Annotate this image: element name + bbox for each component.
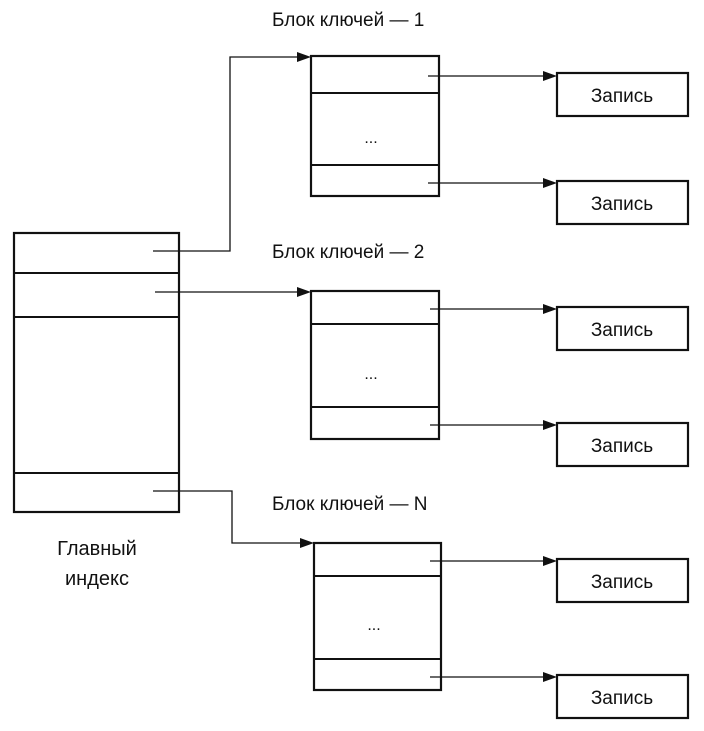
arrowhead <box>300 538 314 548</box>
arrowhead <box>297 287 311 297</box>
arrowhead <box>543 178 557 188</box>
main-index-box <box>12 231 181 514</box>
arrowhead <box>543 304 557 314</box>
record-box <box>555 421 690 468</box>
key-block-n: Блок ключей — N ... Запись Запись <box>272 494 690 720</box>
main-index-label-line2: индекс <box>65 568 129 590</box>
main-index-connectors <box>153 52 314 548</box>
arrowhead <box>543 420 557 430</box>
key-block-2: Блок ключей — 2 ... Запись Запись <box>272 242 690 468</box>
ellipsis: ... <box>364 366 377 383</box>
arrowhead <box>543 556 557 566</box>
record-label: Запись <box>591 86 653 107</box>
arrowhead <box>297 52 311 62</box>
ellipsis: ... <box>367 617 380 634</box>
record-label: Запись <box>591 572 653 593</box>
main-index: Главный индекс <box>12 231 181 590</box>
key-block-box <box>309 289 441 441</box>
connector-arrow <box>153 490 302 544</box>
main-index-label-line1: Главный <box>57 538 137 560</box>
key-block-box <box>312 541 443 692</box>
key-block-title: Блок ключей — N <box>272 494 428 515</box>
key-block-title: Блок ключей — 1 <box>272 10 424 31</box>
record-label: Запись <box>591 320 653 341</box>
key-block-box <box>309 54 441 198</box>
record-connectors <box>428 71 557 682</box>
record-box <box>555 557 690 604</box>
record-box <box>555 71 690 118</box>
record-label: Запись <box>591 194 653 215</box>
arrowhead <box>543 672 557 682</box>
record-label: Запись <box>591 688 653 709</box>
record-label: Запись <box>591 436 653 457</box>
ellipsis: ... <box>364 130 377 147</box>
key-block-1: Блок ключей — 1 ... Запись Запись <box>272 10 690 226</box>
record-box <box>555 673 690 720</box>
arrowhead <box>543 71 557 81</box>
record-box <box>555 179 690 226</box>
connector-arrow <box>153 56 299 252</box>
key-block-title: Блок ключей — 2 <box>272 242 424 263</box>
record-box <box>555 305 690 352</box>
